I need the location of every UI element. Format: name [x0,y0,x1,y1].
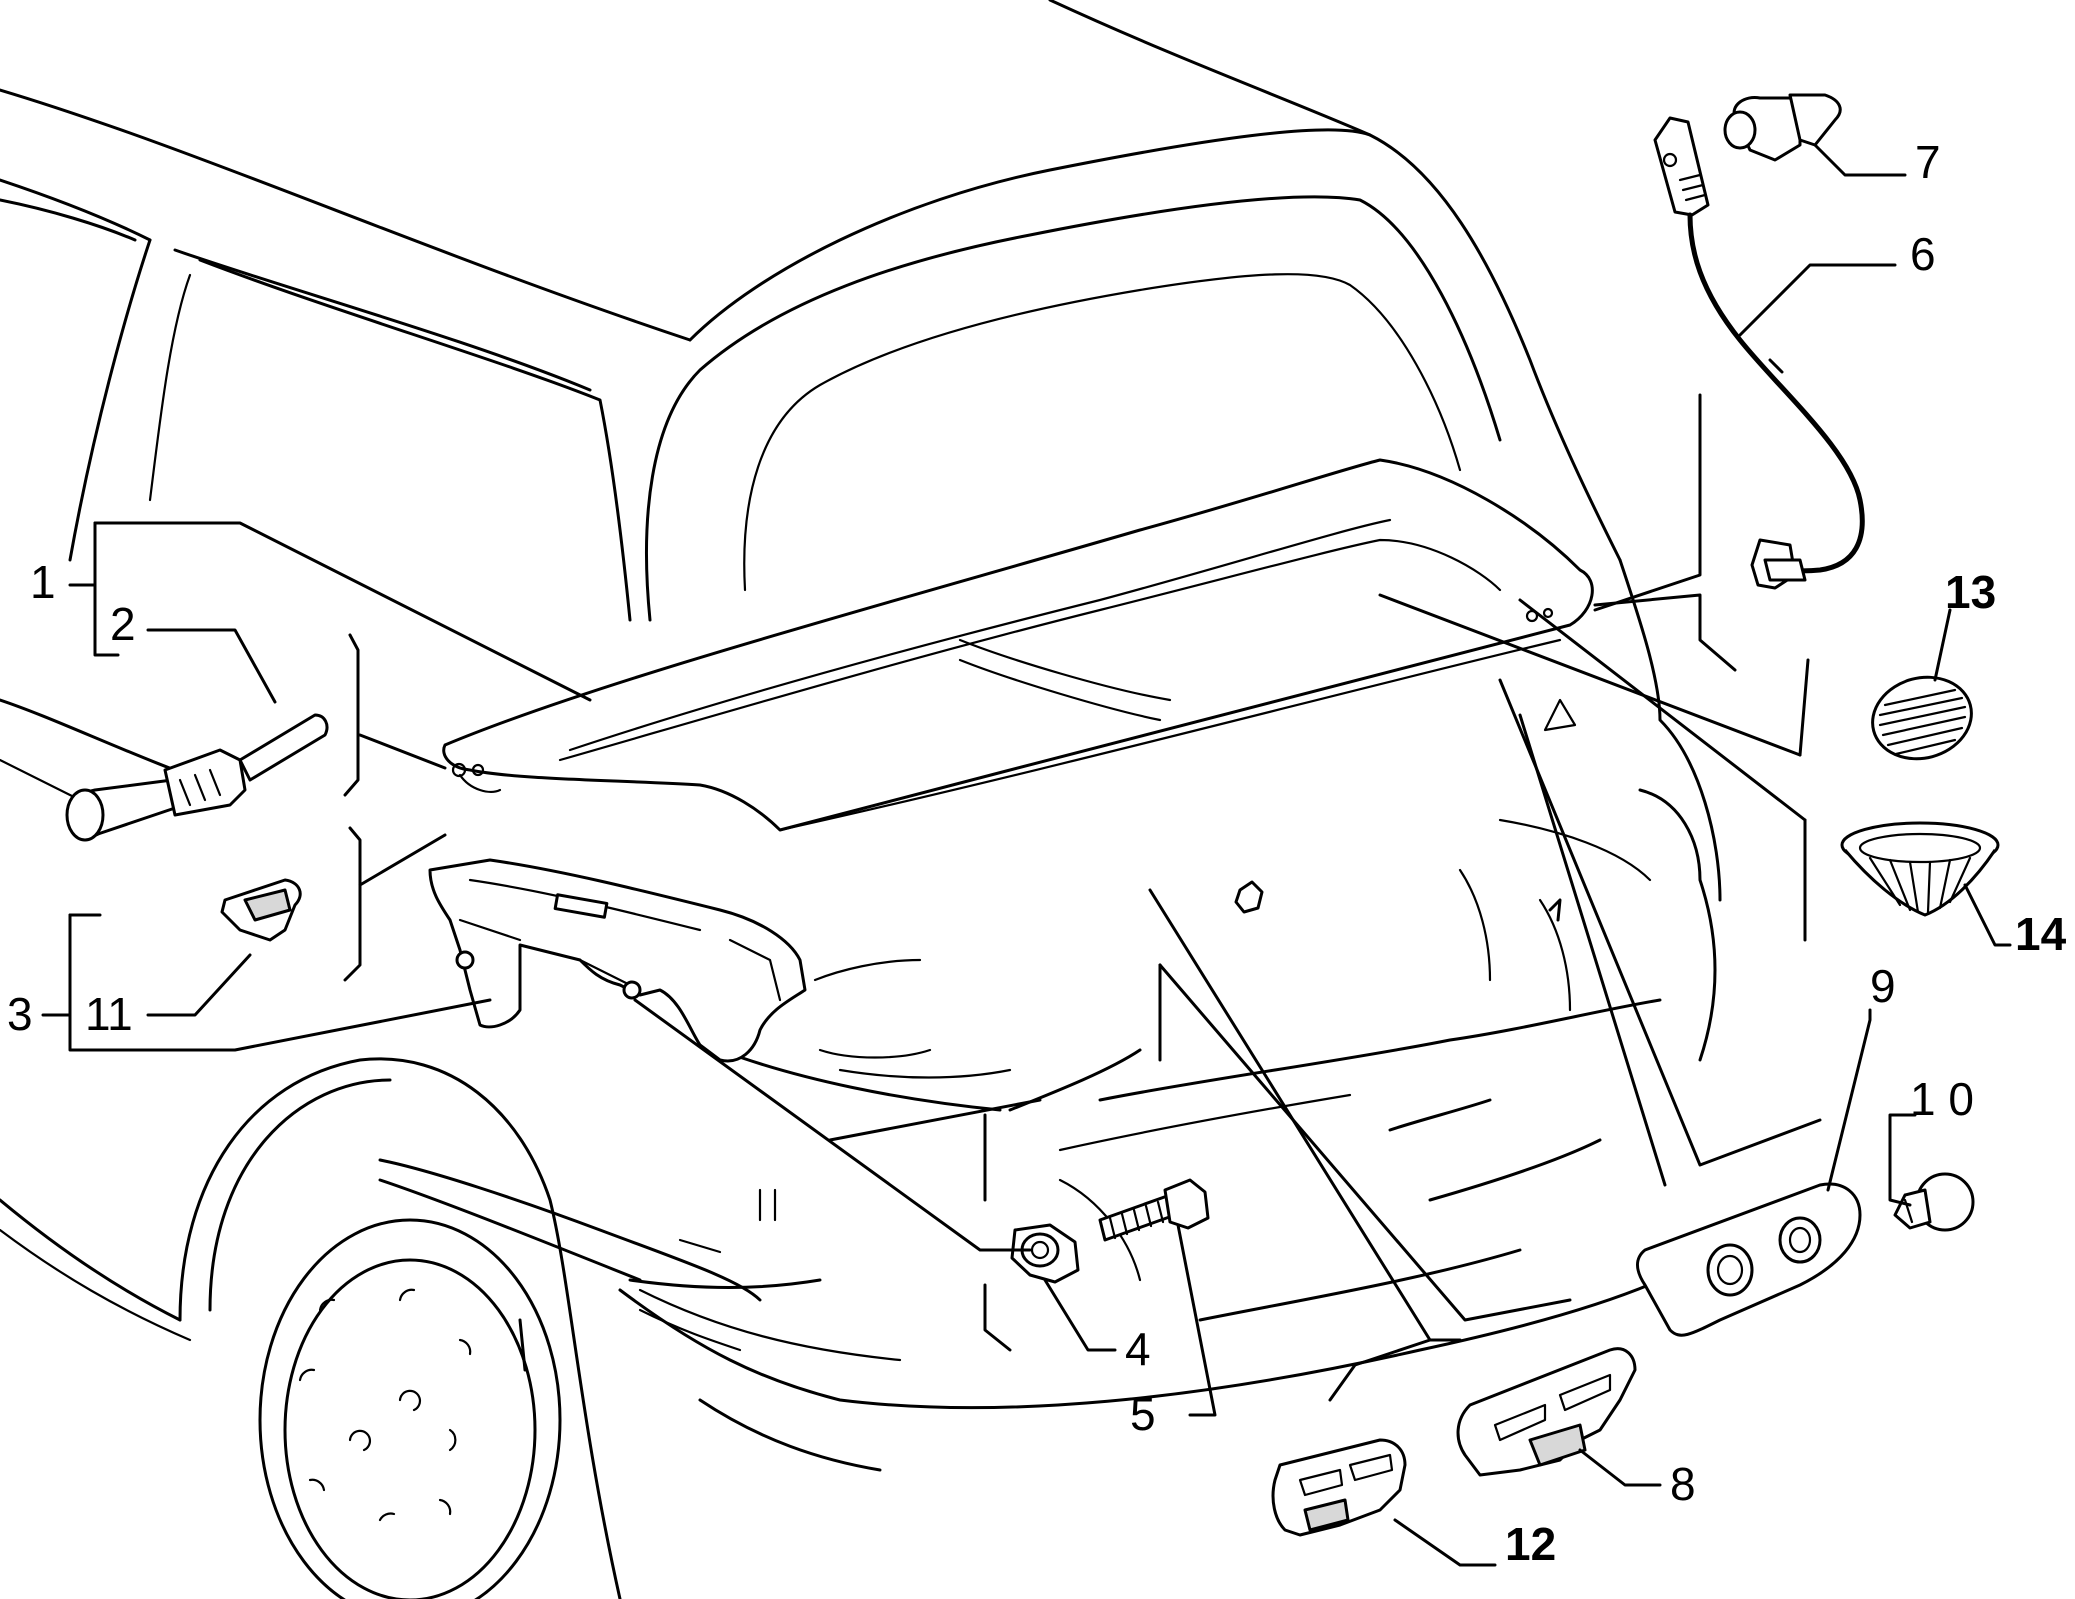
callout-14: 14 [2015,908,2067,960]
callout-7: 7 [1915,136,1941,188]
leader-lines [41,143,2012,1567]
release-cable [1653,116,1865,590]
callout-1: 1 [30,556,56,608]
callout-2: 2 [110,598,136,650]
plastic-knob [1893,1172,1975,1232]
small-bracket [1271,1438,1407,1537]
callout-4: 4 [1125,1323,1151,1375]
mounting-bracket [1456,1347,1637,1477]
callout-6: 6 [1910,228,1936,280]
callout-11: 11 [85,988,133,1040]
parcel-shelf [442,458,1594,832]
support-bracket [428,858,807,1063]
shelf-pin [65,713,329,842]
car-body [0,0,1722,1599]
push-clip [1723,93,1842,162]
hex-nut [1010,1223,1080,1284]
callout-3: 3 [7,988,33,1040]
callout-9: 9 [1870,960,1896,1012]
trim-panel [1636,1182,1862,1337]
speaker-grille [1840,821,2000,917]
callout-10: 1 0 [1910,1073,1974,1125]
callout-12: 12 [1505,1518,1556,1570]
callout-8: 8 [1670,1458,1696,1510]
callout-labels: 1 2 3 11 4 5 6 7 8 9 1 0 12 13 14 [7,136,2067,1570]
cover-disc [1871,675,1973,761]
hex-bolt [1098,1178,1210,1242]
retaining-clip [220,878,302,942]
callout-13: 13 [1945,566,1996,618]
callout-5: 5 [1130,1388,1156,1440]
